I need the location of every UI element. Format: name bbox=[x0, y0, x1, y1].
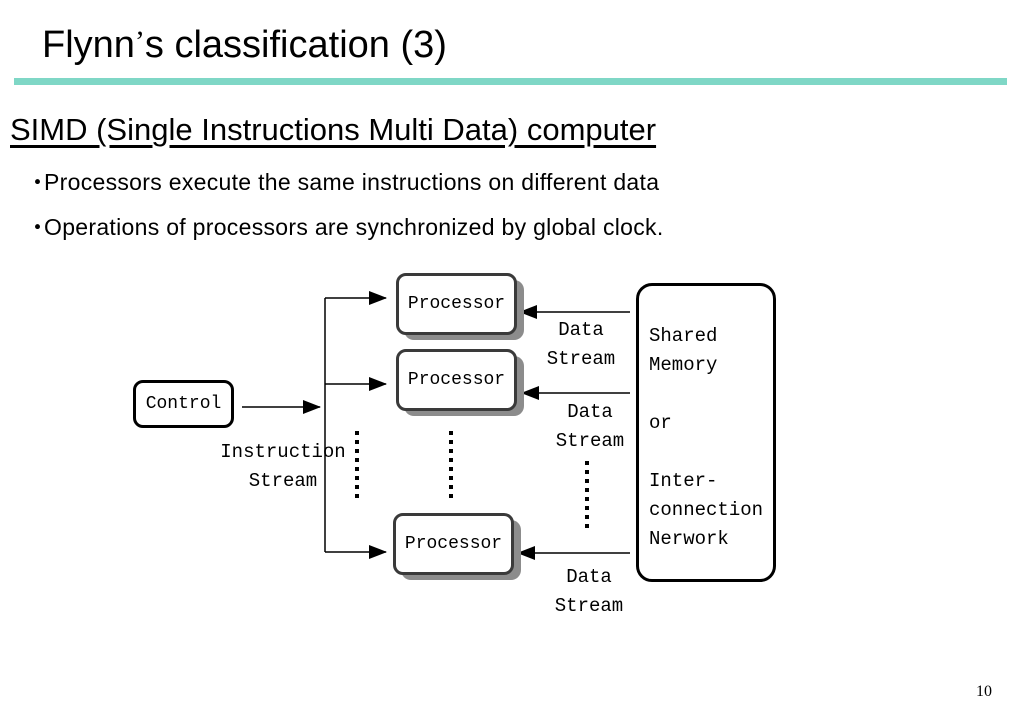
bullet-dot: ・ bbox=[26, 214, 50, 240]
processor-box: Processor bbox=[396, 273, 517, 335]
label-line: Stream bbox=[546, 348, 616, 370]
label-line: Stream bbox=[555, 430, 625, 452]
processor-label: Processor bbox=[407, 370, 506, 390]
label-line: Instruction bbox=[220, 441, 346, 463]
processor-box: Processor bbox=[393, 513, 514, 575]
data-stream-label: Data Stream bbox=[548, 563, 630, 621]
label-line: Data bbox=[566, 566, 612, 588]
title-main: Flynn bbox=[42, 24, 135, 66]
processor-label: Processor bbox=[407, 294, 506, 314]
bullet-dot: ・ bbox=[26, 169, 50, 195]
control-box: Control bbox=[133, 380, 234, 428]
memory-line: Shared bbox=[649, 325, 718, 347]
processor-box: Processor bbox=[396, 349, 517, 411]
bullet-text: Processors execute the same instructions… bbox=[44, 169, 660, 195]
data-stream-label: Data Stream bbox=[549, 398, 631, 456]
memory-line bbox=[649, 438, 763, 467]
bullet-item: ・Operations of processors are synchroniz… bbox=[26, 211, 664, 256]
bullet-item: ・Processors execute the same instruction… bbox=[26, 166, 664, 211]
label-line: Stream bbox=[554, 595, 624, 617]
shared-memory-box bbox=[636, 283, 776, 582]
memory-line: Memory bbox=[649, 354, 718, 376]
title-divider bbox=[14, 78, 1007, 85]
memory-line: or bbox=[649, 412, 672, 434]
label-line: Stream bbox=[248, 470, 318, 492]
shared-memory-label: Shared Memory or Inter- connection Nerwo… bbox=[649, 322, 763, 554]
bullet-list: ・Processors execute the same instruction… bbox=[26, 166, 664, 256]
page-title: Flynn’s classification (3) bbox=[42, 24, 447, 67]
control-label: Control bbox=[145, 394, 222, 414]
label-line: Data bbox=[558, 319, 604, 341]
memory-line: Inter- bbox=[649, 470, 718, 492]
memory-line: connection bbox=[649, 499, 764, 521]
memory-line: Nerwork bbox=[649, 528, 729, 550]
section-heading: SIMD (Single Instructions Multi Data) co… bbox=[10, 112, 657, 147]
processor-label: Processor bbox=[404, 534, 503, 554]
data-stream-label: Data Stream bbox=[540, 316, 622, 374]
page-number: 10 bbox=[976, 683, 992, 700]
bullet-text: Operations of processors are synchronize… bbox=[44, 214, 664, 240]
memory-line bbox=[649, 380, 763, 409]
title-rest: s classification (3) bbox=[144, 24, 447, 66]
label-line: Data bbox=[567, 401, 613, 423]
instruction-stream-label: Instruction Stream bbox=[215, 438, 351, 496]
title-apostrophe: ’ bbox=[134, 25, 145, 58]
